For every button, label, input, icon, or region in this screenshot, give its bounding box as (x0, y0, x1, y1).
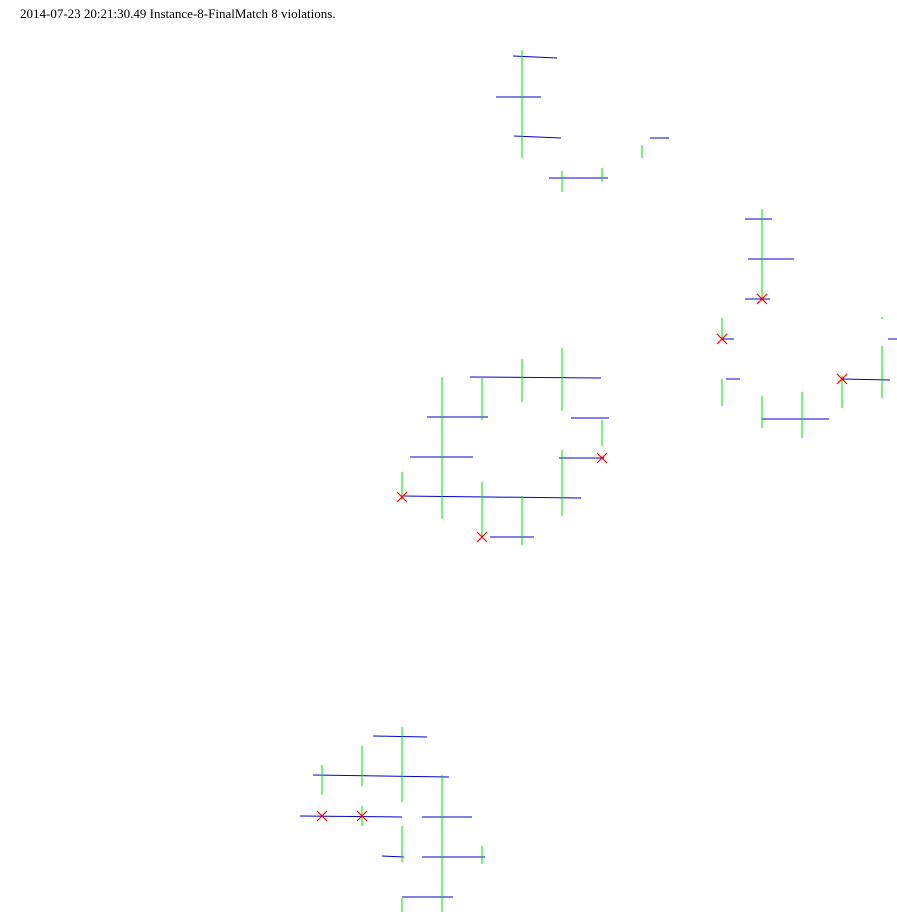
violations-count: 8 violations. (271, 6, 336, 21)
violation-marker (316, 810, 328, 822)
timestamp: 2014-07-23 20:21:30.49 (20, 6, 147, 21)
horizontal-segment (299, 815, 403, 818)
violation-stroke (756, 293, 768, 305)
violation-stroke (356, 810, 368, 822)
horizontal-segment (401, 495, 582, 499)
violation-marker (756, 293, 768, 305)
horizontal-segment (469, 376, 602, 379)
horizontal-segment (381, 855, 405, 858)
violation-marker (396, 491, 408, 503)
horizontal-segment (312, 774, 450, 778)
instance-name: Instance-8-FinalMatch (149, 6, 269, 21)
violation-marker (716, 333, 728, 345)
status-header: 2014-07-23 20:21:30.49 Instance-8-FinalM… (20, 6, 336, 22)
horizontal-segment (513, 135, 562, 139)
violation-stroke (716, 333, 728, 345)
violation-stroke (396, 491, 408, 503)
horizontal-segment (372, 735, 428, 738)
horizontal-segment (512, 55, 558, 59)
violation-stroke (476, 531, 488, 543)
violation-marker (836, 373, 848, 385)
violation-stroke (836, 373, 848, 385)
violation-marker (596, 452, 608, 464)
violation-stroke (596, 452, 608, 464)
horizontal-segment (841, 378, 891, 381)
violation-marker (356, 810, 368, 822)
violation-stroke (316, 810, 328, 822)
violation-marker (476, 531, 488, 543)
